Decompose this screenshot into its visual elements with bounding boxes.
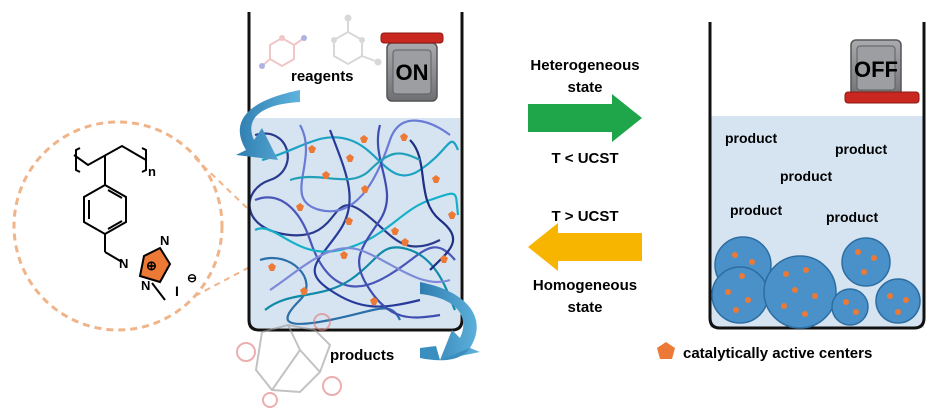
products-out-arrow-tip <box>420 346 470 361</box>
liquid-on <box>249 118 460 328</box>
legend: catalytically active centers <box>657 342 872 362</box>
imidazolium-ring-icon <box>138 246 172 284</box>
iodide-charge: ⊖ <box>187 271 197 285</box>
products-label: products <box>330 347 394 364</box>
reagent-molecule-icon <box>259 14 382 69</box>
pentagon-icon <box>657 342 675 359</box>
switch-on-face <box>392 49 432 95</box>
heterogeneous-label: Heterogeneous <box>530 57 639 74</box>
toggle-switch-off-icon: OFF <box>844 39 920 104</box>
iodide-label: I <box>175 283 179 299</box>
beaker-off-wall <box>708 22 926 330</box>
product-label-4: product <box>730 202 782 218</box>
switch-off-label: OFF <box>854 57 898 82</box>
switch-on-lever <box>380 32 444 44</box>
polymer-backbone <box>73 144 147 263</box>
particle <box>831 288 869 326</box>
cooling-arrow <box>528 223 642 271</box>
beaker-on-wall <box>247 12 464 332</box>
product-molecule-icon <box>236 313 342 408</box>
legend-label: catalytically active centers <box>683 345 872 362</box>
aggregated-particles <box>711 236 921 329</box>
product-label-2: product <box>835 141 887 157</box>
methyl-bond <box>151 282 166 301</box>
n-label-2: N <box>160 233 169 248</box>
n-label-3: N <box>141 278 150 293</box>
switch-off-lever <box>844 91 920 104</box>
products-out-arrow <box>420 282 480 360</box>
product-label-5: product <box>826 209 878 225</box>
repeat-subscript: n <box>148 164 156 179</box>
particle <box>841 237 891 287</box>
reagents-label: reagents <box>291 68 354 85</box>
polymer-chains <box>249 119 460 325</box>
reagents-in-arrow <box>236 90 300 160</box>
heterogeneous-state-label: state <box>567 79 602 96</box>
particle <box>763 255 837 329</box>
above-ucst-label: T > UCST <box>551 208 618 225</box>
particle <box>875 278 921 324</box>
switch-off-face <box>856 45 896 91</box>
zoom-circle <box>12 120 224 332</box>
switch-on-label: ON <box>396 60 429 85</box>
plus-charge: ⊕ <box>146 258 157 273</box>
monomer-zoom: n N N N ⊕ I ⊖ <box>12 120 293 332</box>
heating-off-arrow <box>528 94 642 142</box>
product-label-3: product <box>780 168 832 184</box>
n-label-1: N <box>119 256 128 271</box>
active-centers-right <box>725 249 909 317</box>
below-ucst-label: T < UCST <box>551 150 618 167</box>
toggle-switch-icon: ON <box>380 32 444 102</box>
product-label-1: product <box>725 130 777 146</box>
homogeneous-label: Homogeneous <box>533 277 637 294</box>
homogeneous-state-label: state <box>567 299 602 316</box>
